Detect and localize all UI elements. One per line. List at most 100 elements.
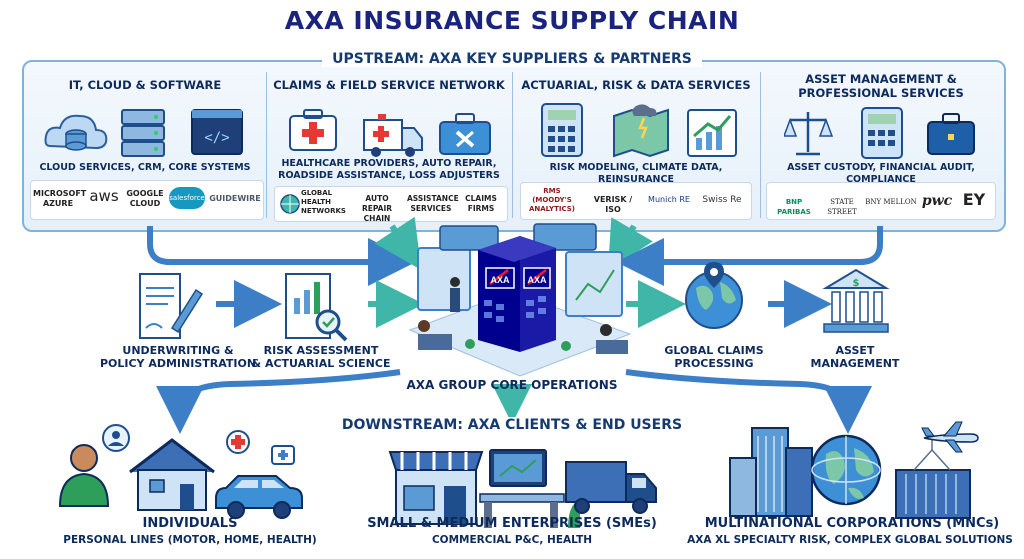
ambulance-icon <box>363 114 423 157</box>
logo-claims-firms: CLAIMS FIRMS <box>465 194 497 213</box>
column-title: CLAIMS & FIELD SERVICE NETWORK <box>273 78 505 92</box>
feed-arrow <box>607 217 653 271</box>
desk-icon <box>596 340 628 354</box>
calculator-icon <box>541 103 583 157</box>
axa-logo: AXA <box>527 275 547 285</box>
column-subtitle: CLOUD SERVICES, CRM, CORE SYSTEMS <box>39 162 251 173</box>
policy-document-icon <box>139 273 204 339</box>
segment-subtitle-smes: COMMERCIAL P&C, HEALTH <box>431 534 593 546</box>
step-risk-assessment: RISK ASSESSMENT & ACTUARIAL SCIENCE <box>251 344 391 370</box>
upstream-heading: UPSTREAM: AXA KEY SUPPLIERS & PARTNERS <box>0 48 1024 67</box>
column-subtitle: RISK MODELING, CLIMATE DATA, REINSURANCE <box>549 162 723 185</box>
distribution-arrow <box>156 369 401 434</box>
step-underwriting: UNDERWRITING & POLICY ADMINISTRATION <box>99 344 257 370</box>
column-subtitle: ASSET CUSTODY, FINANCIAL AUDIT, COMPLIAN… <box>787 162 975 185</box>
climate-map-icon <box>613 104 669 158</box>
downstream-heading: DOWNSTREAM: AXA CLIENTS & END USERS <box>0 414 1024 433</box>
actuarial-icons <box>541 103 737 158</box>
screen-icon <box>565 251 623 317</box>
segment-title-individuals: INDIVIDUALS <box>142 516 238 531</box>
column-title: IT, CLOUD & SOFTWARE <box>68 78 222 92</box>
logo-pwc: pwc <box>921 193 953 209</box>
asset-icons <box>784 107 975 159</box>
feed-arrow <box>616 226 883 286</box>
house-icon <box>129 438 215 511</box>
column-divider <box>266 72 267 218</box>
column-title-line2: PROFESSIONAL SERVICES <box>798 86 964 100</box>
segment-subtitle-individuals: PERSONAL LINES (MOTOR, HOME, HEALTH) <box>63 534 317 546</box>
logo-azure: MICROSOFT AZURE <box>33 189 87 208</box>
medical-kit-icon <box>271 445 295 465</box>
airplane-icon <box>921 421 979 453</box>
logo-bny-mellon: BNY MELLON <box>865 198 917 206</box>
risk-report-icon <box>285 273 348 342</box>
logo-aws: aws <box>89 187 119 205</box>
globe-icon <box>280 194 300 214</box>
segment-title-mncs: MULTINATIONAL CORPORATIONS (MNCs) <box>704 516 1000 531</box>
segment-subtitle-mncs: AXA XL SPECIALTY RISK, COMPLEX GLOBAL SO… <box>687 534 1013 546</box>
column-divider <box>512 72 513 218</box>
bank-icon: $ <box>822 268 890 333</box>
core-operations-label: AXA GROUP CORE OPERATIONS <box>406 378 618 392</box>
screen-icon <box>533 223 597 251</box>
column-subtitle-line2: ROADSIDE ASSISTANCE, LOSS ADJUSTERS <box>278 170 500 181</box>
upstream-column-actuarial: ACTUARIAL, RISK & DATA SERVICES RISK MOD… <box>514 66 758 224</box>
logo-guidewire: GUIDEWIRE <box>209 194 261 203</box>
globe-icon <box>810 434 882 506</box>
distribution-arrow <box>625 369 872 434</box>
upstream-column-claims: CLAIMS & FIELD SERVICE NETWORK HEALTHCAR… <box>268 66 510 224</box>
it-icons: </> <box>44 109 243 157</box>
mnc-illustration <box>729 421 979 519</box>
step-asset-management: ASSET MANAGEMENT <box>810 344 900 370</box>
feed-arrow <box>374 216 422 270</box>
axa-logo: AXA <box>490 275 510 285</box>
person-icon <box>450 277 460 287</box>
car-icon <box>215 475 303 519</box>
page-title: AXA INSURANCE SUPPLY CHAIN <box>284 6 740 35</box>
logo-salesforce: salesforce <box>169 187 205 209</box>
svg-text:$: $ <box>853 278 860 289</box>
skyscraper-icon <box>729 427 813 517</box>
briefcase-icon <box>927 113 975 155</box>
upstream-column-it: IT, CLOUD & SOFTWARE </> CLOUD SERVICES,… <box>26 66 264 224</box>
growth-chart-icon <box>687 109 737 157</box>
person-icon <box>58 444 110 507</box>
logo-rms: RMS (MOODY'S ANALYTICS) <box>528 187 576 213</box>
code-window-icon: </> <box>191 109 243 155</box>
logo-state-street: STATE STREET <box>827 198 857 216</box>
individuals-illustration <box>58 424 303 519</box>
partner-logos: MICROSOFT AZURE aws GOOGLE CLOUD salesfo… <box>30 180 264 220</box>
office-desk-icon <box>479 449 580 528</box>
column-subtitle-line1: HEALTHCARE PROVIDERS, AUTO REPAIR, <box>281 158 497 169</box>
column-title: ACTUARIAL, RISK & DATA SERVICES <box>521 78 751 92</box>
scales-icon <box>784 112 834 156</box>
column-divider <box>760 72 761 218</box>
partner-logos: BNP PARIBAS STATE STREET BNY MELLON pwc … <box>766 182 996 220</box>
segment-title-smes: SMALL & MEDIUM ENTERPRISES (SMEs) <box>367 516 657 531</box>
upstream-column-asset-management: ASSET MANAGEMENT & PROFESSIONAL SERVICES… <box>762 66 1000 224</box>
person-icon <box>418 320 430 332</box>
svg-text:</>: </> <box>204 130 229 146</box>
shop-icon <box>388 451 484 525</box>
plant-icon <box>561 341 571 351</box>
logo-bnp-paribas: BNP PARIBAS <box>777 198 811 216</box>
globe-pin-icon <box>685 262 743 329</box>
screen-icon <box>417 247 471 311</box>
logo-swiss-re: Swiss Re <box>702 195 742 205</box>
person-icon <box>600 324 612 336</box>
logo-assistance-services: ASSISTANCE SERVICES <box>407 194 459 213</box>
logo-google-cloud: GOOGLE CLOUD <box>126 189 164 208</box>
user-bubble-icon <box>102 424 130 452</box>
cargo-container-icon <box>895 434 971 519</box>
sme-illustration <box>388 449 657 528</box>
logo-munich-re: Munich RE <box>648 195 690 204</box>
column-title-line1: ASSET MANAGEMENT & <box>805 72 957 86</box>
first-aid-kit-icon <box>289 109 337 151</box>
logo-ey: EY <box>962 190 986 209</box>
toolbox-icon <box>439 113 491 155</box>
server-icon <box>121 109 165 157</box>
plant-icon <box>465 339 475 349</box>
step-global-claims: GLOBAL CLAIMS PROCESSING <box>664 344 764 370</box>
health-cross-icon <box>226 430 250 454</box>
